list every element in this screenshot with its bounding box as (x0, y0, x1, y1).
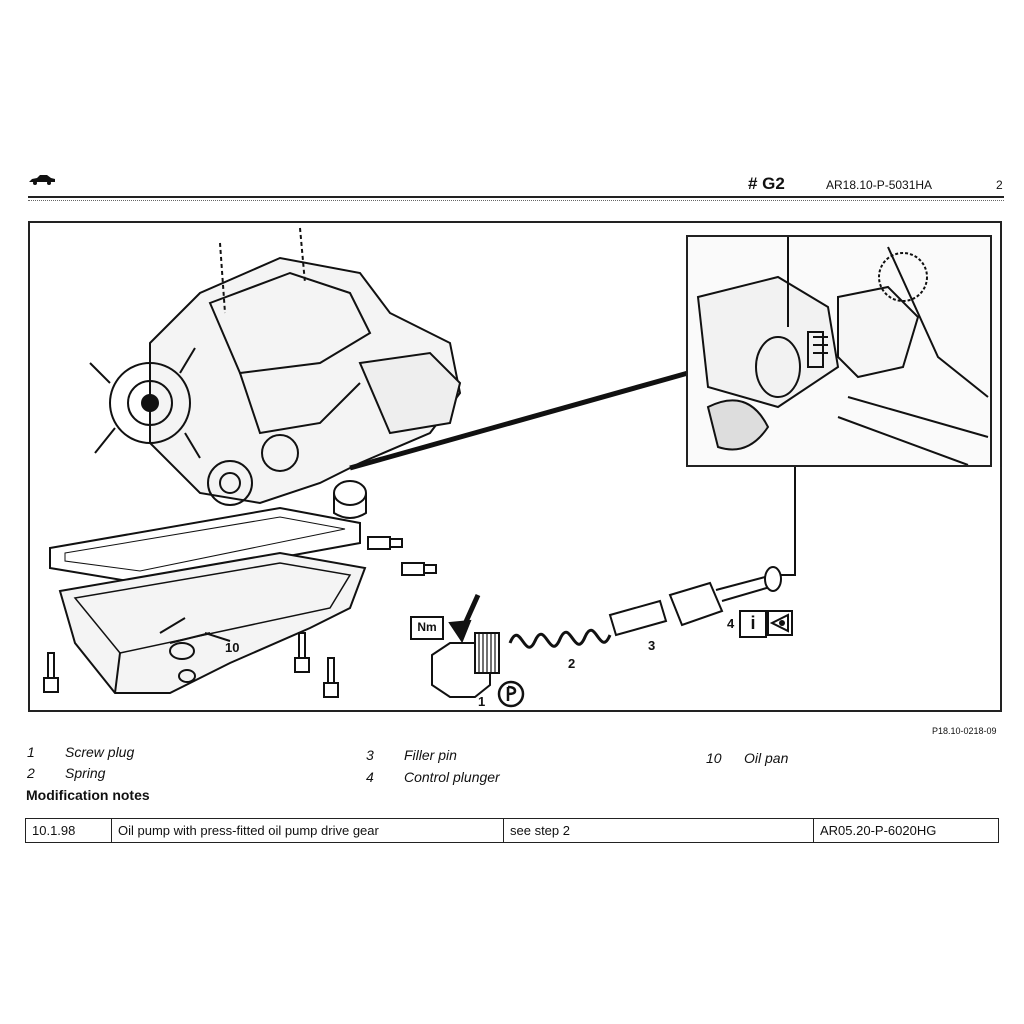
no-reuse-icon (497, 680, 525, 708)
figure-frame (28, 221, 1002, 712)
document-reference: AR18.10-P-5031HA (826, 178, 933, 192)
callout-4: 4 (727, 616, 735, 631)
car-icon (29, 175, 55, 185)
page-number: 2 (996, 178, 1003, 192)
section-code: # G2 (748, 174, 785, 193)
callout-2: 2 (568, 656, 576, 671)
header-rule-dotted (28, 200, 1004, 201)
callout-3: 3 (648, 638, 656, 653)
torque-symbol-icon: Nm (410, 616, 444, 640)
modification-notes-title: Modification notes (26, 787, 150, 803)
info-symbol-icon: i (739, 610, 767, 638)
mod-date: 10.1.98 (25, 818, 112, 843)
figure-reference: P18.10-0218-09 (932, 726, 997, 736)
engine-illustration (43, 227, 796, 698)
callout-10: 10 (225, 640, 240, 655)
inset-detail-illustration (696, 237, 989, 465)
mod-description: Oil pump with press-fitted oil pump driv… (111, 818, 504, 843)
view-symbol-icon (767, 610, 793, 636)
mod-document-link[interactable]: AR05.20-P-6020HG (813, 818, 999, 843)
header-rule (28, 196, 1004, 198)
modification-notes-table: 10.1.98 Oil pump with press-fitted oil p… (25, 818, 999, 843)
callout-1: 1 (478, 694, 486, 709)
table-row: 10.1.98 Oil pump with press-fitted oil p… (25, 818, 999, 843)
mod-reference: see step 2 (503, 818, 814, 843)
